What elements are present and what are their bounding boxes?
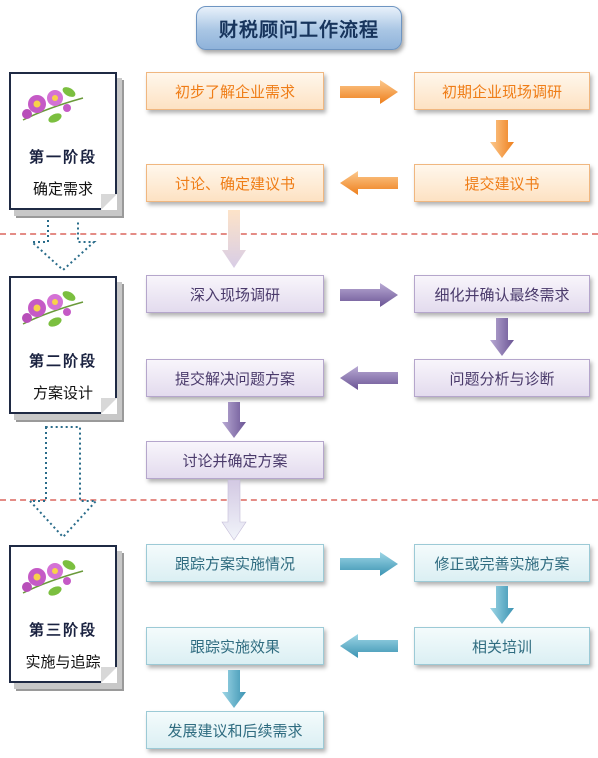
step-box-discuss-proposal: 讨论、确定建议书	[146, 164, 324, 202]
flow-arrow-down	[490, 120, 514, 158]
stage-phase-label: 第二阶段	[28, 352, 97, 370]
flow-arrow-right	[340, 552, 398, 576]
stage-divider-1	[0, 233, 598, 235]
flow-arrow-right	[340, 283, 398, 307]
stage-desc-label: 方案设计	[32, 384, 93, 402]
flow-arrow-down	[222, 210, 246, 268]
stage-transition-arrow-1	[29, 220, 97, 272]
page-fold	[101, 667, 117, 683]
stage-card-1: 第一阶段 确定需求	[9, 72, 117, 210]
step-box-track-effect: 跟踪实施效果	[146, 627, 324, 665]
flower-icon	[22, 291, 84, 327]
stage-desc-label: 实施与追踪	[25, 653, 101, 671]
stage-card-2: 第二阶段 方案设计	[9, 276, 117, 414]
step-box-submit-proposal: 提交建议书	[414, 164, 590, 202]
flow-arrow-right	[340, 80, 398, 104]
flow-arrow-down	[222, 670, 246, 708]
stage-transition-arrow-2	[27, 426, 99, 539]
flow-arrow-down	[221, 479, 247, 541]
page-fold	[101, 194, 117, 210]
step-box-submit-solution: 提交解决问题方案	[146, 359, 324, 397]
step-box-training: 相关培训	[414, 627, 590, 665]
stage-card-3: 第三阶段 实施与追踪	[9, 545, 117, 683]
step-box-problem-analysis: 问题分析与诊断	[414, 359, 590, 397]
stage-divider-2	[0, 499, 598, 501]
step-box-track-implementation: 跟踪方案实施情况	[146, 544, 324, 582]
step-box-confirm-solution: 讨论并确定方案	[146, 441, 324, 479]
step-box-refine-requirements: 细化并确认最终需求	[414, 275, 590, 313]
step-box-revise-plan: 修正或完善实施方案	[414, 544, 590, 582]
flow-arrow-left	[340, 171, 398, 195]
stage-phase-label: 第三阶段	[28, 621, 97, 639]
flow-arrow-down	[222, 402, 246, 438]
flow-arrow-left	[340, 366, 398, 390]
page-fold	[101, 398, 117, 414]
step-box-initial-understanding: 初步了解企业需求	[146, 72, 324, 110]
step-box-initial-site-survey: 初期企业现场调研	[414, 72, 590, 110]
flower-icon	[22, 560, 84, 596]
stage-desc-label: 确定需求	[32, 180, 93, 198]
flow-arrow-left	[340, 634, 398, 658]
flow-arrow-down	[490, 318, 514, 356]
chart-title: 财税顾问工作流程	[196, 6, 402, 50]
step-box-followup: 发展建议和后续需求	[146, 711, 324, 749]
stage-phase-label: 第一阶段	[28, 148, 97, 166]
flower-icon	[22, 87, 84, 123]
step-box-deep-survey: 深入现场调研	[146, 275, 324, 313]
flow-arrow-down	[490, 586, 514, 624]
